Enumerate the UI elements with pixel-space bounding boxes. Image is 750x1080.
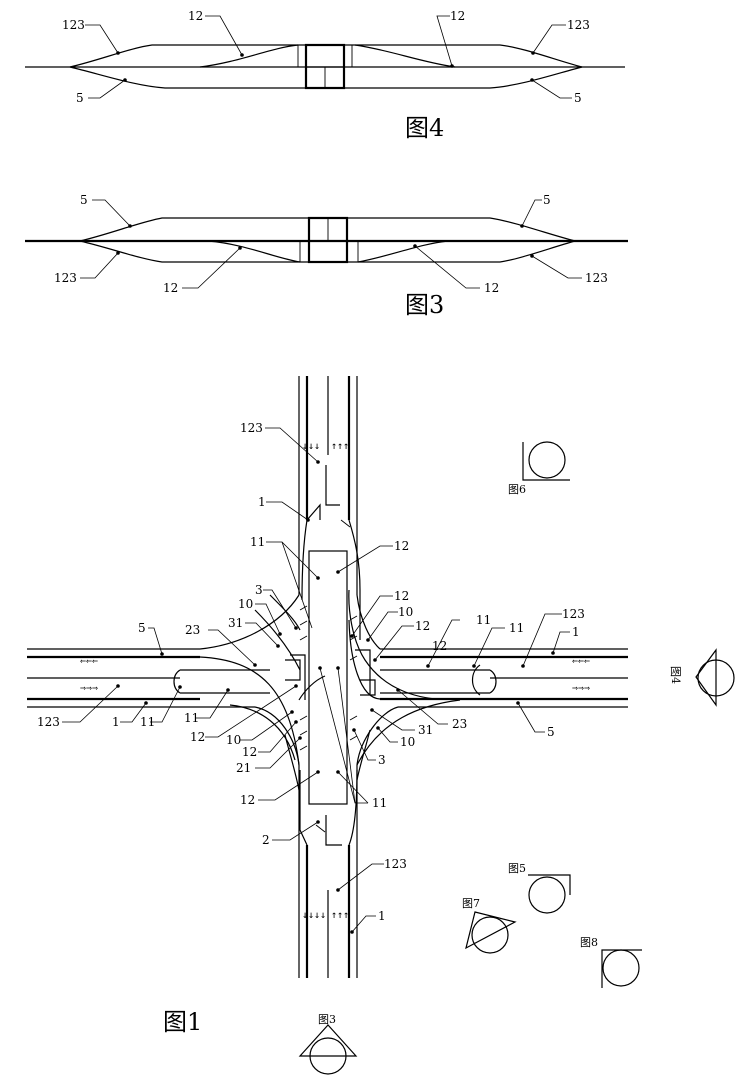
- label: 123: [384, 857, 407, 871]
- label: 23: [452, 717, 467, 731]
- figure-title: 图3: [405, 291, 444, 319]
- arrow-group: ⇒⇒⇒: [572, 683, 590, 694]
- view-marker-fig6: 图6: [508, 441, 570, 496]
- label: 11: [476, 613, 491, 627]
- arrow-group: ⇐⇐⇐: [572, 656, 590, 667]
- upper-outline: [79, 217, 576, 242]
- view-marker-fig5: 图5: [508, 862, 571, 914]
- label: 11: [509, 621, 524, 635]
- label: 5: [138, 621, 146, 635]
- label: 2: [262, 833, 270, 847]
- figure-3: 5 5 123 12 12 123 图3: [25, 193, 628, 319]
- arrow-group: ↓↓↓↓: [302, 910, 326, 921]
- label: 31: [418, 723, 433, 737]
- figure-title: 图4: [405, 114, 444, 142]
- label: 12: [188, 9, 203, 23]
- label: 5: [547, 725, 555, 739]
- view-marker-fig8: 图8: [580, 936, 642, 988]
- label: 12: [450, 9, 465, 23]
- figure-1: ↓↓↓ ↑↑↑ ↓↓↓↓ ↑↑↑ ⇐⇐⇐ ⇒⇒⇒ ⇐⇐⇐ ⇒⇒⇒: [27, 376, 735, 1075]
- label: 12: [242, 745, 257, 759]
- label: 123: [562, 607, 585, 621]
- svg-text:图8: 图8: [580, 936, 598, 949]
- left-ramp: [207, 240, 301, 263]
- label: 12: [415, 619, 430, 633]
- upper-outline: [69, 44, 583, 68]
- label: 123: [240, 421, 263, 435]
- label: 3: [255, 583, 263, 597]
- leaders-fig1: [62, 427, 570, 934]
- label: 10: [400, 735, 415, 749]
- label: 12: [163, 281, 178, 295]
- label: 1: [112, 715, 120, 729]
- svg-text:图3: 图3: [318, 1013, 336, 1026]
- lower-outline: [79, 240, 576, 263]
- label: 21: [236, 761, 251, 775]
- lane-hatching: [299, 519, 358, 833]
- north-south-road: [298, 376, 361, 978]
- label: 11: [184, 711, 199, 725]
- label: 5: [574, 91, 582, 105]
- label: 11: [250, 535, 265, 549]
- label: 123: [567, 18, 590, 32]
- figure-title: 图1: [163, 1008, 202, 1036]
- leaders-fig4: [85, 15, 572, 99]
- label: 31: [228, 616, 243, 630]
- right-ramp: [354, 44, 456, 68]
- label: 23: [185, 623, 200, 637]
- corner-curves: [199, 589, 461, 791]
- label: 10: [226, 733, 241, 747]
- svg-text:图5: 图5: [508, 862, 526, 875]
- label: 12: [240, 793, 255, 807]
- label: 3: [378, 753, 386, 767]
- view-marker-fig7: 图7: [462, 897, 517, 954]
- lower-outline: [69, 66, 583, 89]
- svg-text:图6: 图6: [508, 483, 526, 496]
- label: 12: [484, 281, 499, 295]
- label: 11: [140, 715, 155, 729]
- label: 12: [394, 589, 409, 603]
- figure-4: 123 12 12 123 5 5 图4: [25, 9, 625, 142]
- label: 123: [585, 271, 608, 285]
- label: 11: [372, 796, 387, 810]
- arrow-group: ↑↑↑: [331, 441, 349, 452]
- svg-text:图7: 图7: [462, 897, 480, 910]
- view-marker-fig4: 图4: [669, 648, 735, 707]
- leaders-fig3: [80, 199, 582, 289]
- label: 1: [258, 495, 266, 509]
- label: 1: [572, 625, 580, 639]
- label: 5: [543, 193, 551, 207]
- east-west-road: [27, 648, 628, 708]
- label: 1: [378, 909, 386, 923]
- arrow-group: ↓↓↓: [302, 441, 320, 452]
- arrow-group: ⇐⇐⇐: [80, 656, 98, 667]
- label: 10: [238, 597, 253, 611]
- right-ramp: [357, 240, 449, 263]
- label: 123: [37, 715, 60, 729]
- label: 12: [432, 639, 447, 653]
- view-marker-fig3: 图3: [298, 1013, 358, 1075]
- label: 5: [76, 91, 84, 105]
- label: 123: [62, 18, 85, 32]
- arrow-group: ↑↑↑: [331, 910, 349, 921]
- label: 10: [398, 605, 413, 619]
- label: 12: [394, 539, 409, 553]
- svg-text:图4: 图4: [669, 666, 682, 684]
- label: 123: [54, 271, 77, 285]
- lane-arrows: ↓↓↓ ↑↑↑ ↓↓↓↓ ↑↑↑ ⇐⇐⇐ ⇒⇒⇒ ⇐⇐⇐ ⇒⇒⇒: [80, 441, 590, 921]
- left-ramp: [199, 44, 299, 68]
- label: 5: [80, 193, 88, 207]
- arrow-group: ⇒⇒⇒: [80, 683, 98, 694]
- label: 12: [190, 730, 205, 744]
